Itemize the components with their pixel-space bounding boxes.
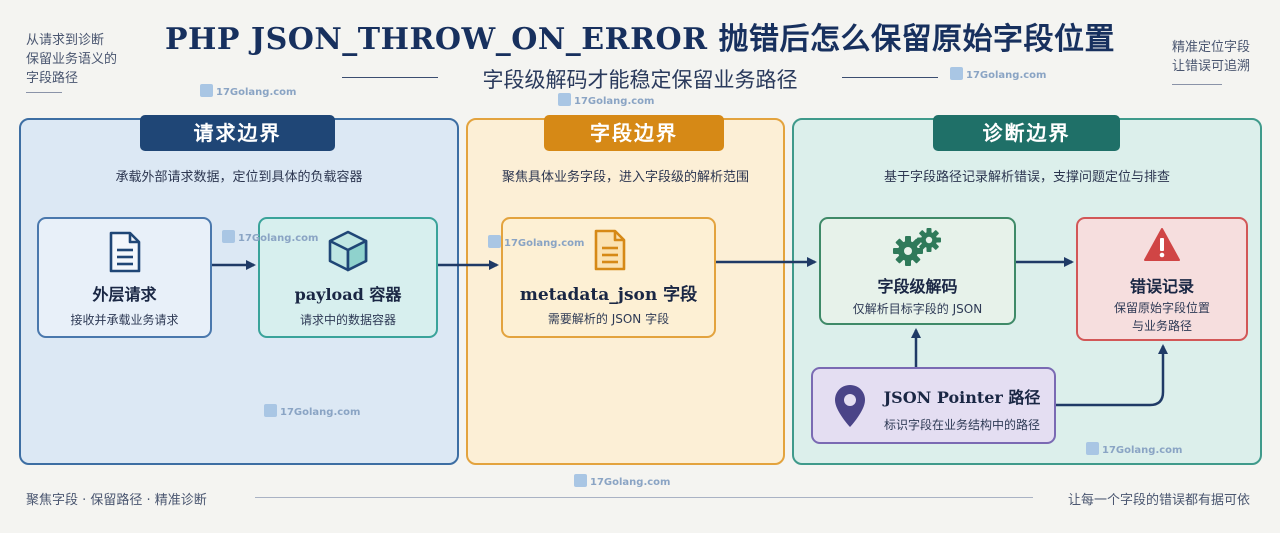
panel-request-desc: 承载外部请求数据，定位到具体的负载容器	[115, 170, 363, 185]
side-note-right-line: 精准定位字段	[1172, 40, 1251, 55]
document-icon	[594, 229, 626, 271]
watermark-text: 17Golang.com	[574, 96, 655, 107]
watermark-text: 17Golang.com	[216, 87, 297, 98]
side-note-left: 从请求到诊断 保留业务语义的 字段路径	[26, 31, 117, 88]
card-payload-title: payload 容器	[294, 285, 402, 304]
watermark: 17Golang.com	[558, 93, 654, 107]
location-pin-icon	[835, 385, 865, 427]
document-icon	[109, 231, 141, 273]
watermark-text: 17Golang.com	[1102, 445, 1183, 456]
side-note-right-rule	[1172, 84, 1222, 85]
side-note-left-line: 从请求到诊断	[26, 33, 105, 48]
watermark-text: 17Golang.com	[238, 233, 319, 244]
watermark-text: 17Golang.com	[280, 407, 361, 418]
side-note-right-line: 让错误可追溯	[1172, 59, 1251, 74]
arrow-pointer-to-error	[1056, 344, 1168, 407]
badge-field-boundary: 字段边界	[544, 115, 724, 151]
watermark-logo-icon	[574, 474, 587, 487]
card-error-sub: 与业务路径	[1131, 319, 1192, 333]
watermark-text: 17Golang.com	[590, 477, 671, 488]
card-decode-sub: 仅解析目标字段的 JSON	[852, 302, 983, 316]
footer-left-note: 聚焦字段 · 保留路径 · 精准诊断	[26, 493, 207, 508]
watermark: 17Golang.com	[574, 474, 670, 488]
card-metadata-sub: 需要解析的 JSON 字段	[547, 312, 670, 326]
card-pointer-sub: 标识字段在业务结构中的路径	[883, 418, 1040, 432]
side-note-left-rule	[26, 92, 62, 93]
badge-request-boundary: 请求边界	[140, 115, 335, 151]
card-metadata-title: metadata_json 字段	[519, 285, 698, 305]
watermark-logo-icon	[200, 84, 213, 97]
watermark-logo-icon	[222, 230, 235, 243]
card-error-sub: 保留原始字段位置	[1113, 301, 1210, 315]
watermark: 17Golang.com	[488, 235, 584, 249]
subtitle-rule-left	[342, 77, 438, 78]
watermark-text: 17Golang.com	[966, 70, 1047, 81]
watermark-text: 17Golang.com	[504, 238, 585, 249]
card-pointer-title: JSON Pointer 路径	[883, 388, 1041, 407]
card-outer-request: 外层请求 接收并承载业务请求	[37, 217, 212, 338]
watermark: 17Golang.com	[222, 230, 318, 244]
page-title: PHP JSON_THROW_ON_ERROR 抛错后怎么保留原始字段位置	[164, 22, 1116, 57]
card-field-decode: 字段级解码 仅解析目标字段的 JSON	[819, 217, 1016, 325]
card-payload-sub: 请求中的数据容器	[299, 313, 396, 327]
card-outer-title: 外层请求	[92, 285, 157, 304]
side-note-left-line: 保留业务语义的	[26, 52, 118, 67]
cube-icon	[328, 230, 368, 272]
watermark-logo-icon	[1086, 442, 1099, 455]
watermark-logo-icon	[558, 93, 571, 106]
gears-icon	[893, 228, 941, 266]
watermark-logo-icon	[264, 404, 277, 417]
card-json-pointer-path: JSON Pointer 路径 标识字段在业务结构中的路径	[811, 367, 1056, 444]
side-note-left-line: 字段路径	[26, 71, 79, 86]
card-payload-container: payload 容器 请求中的数据容器	[258, 217, 438, 338]
watermark: 17Golang.com	[264, 404, 360, 418]
footer-rule	[255, 497, 1033, 498]
warning-icon	[1144, 228, 1180, 261]
panel-diagnosis-desc: 基于字段路径记录解析错误，支撑问题定位与排查	[883, 170, 1170, 185]
footer-right-note: 让每一个字段的错误都有据可依	[1067, 493, 1250, 508]
subtitle-rule-right	[842, 77, 938, 78]
watermark-logo-icon	[488, 235, 501, 248]
watermark-logo-icon	[950, 67, 963, 80]
badge-diagnosis-boundary: 诊断边界	[933, 115, 1120, 151]
watermark: 17Golang.com	[950, 67, 1046, 81]
card-outer-sub: 接收并承载业务请求	[70, 313, 179, 327]
watermark: 17Golang.com	[1086, 442, 1182, 456]
panel-field-desc: 聚焦具体业务字段，进入字段级的解析范围	[501, 170, 749, 185]
page-subtitle: 字段级解码才能稳定保留业务路径	[482, 68, 798, 92]
card-error-title: 错误记录	[1129, 277, 1194, 296]
card-error-record: 错误记录 保留原始字段位置 与业务路径	[1076, 217, 1248, 341]
card-metadata-json-field: metadata_json 字段 需要解析的 JSON 字段	[501, 217, 716, 338]
watermark: 17Golang.com	[200, 84, 296, 98]
side-note-right: 精准定位字段 让错误可追溯	[1172, 38, 1250, 76]
card-decode-title: 字段级解码	[877, 277, 958, 296]
